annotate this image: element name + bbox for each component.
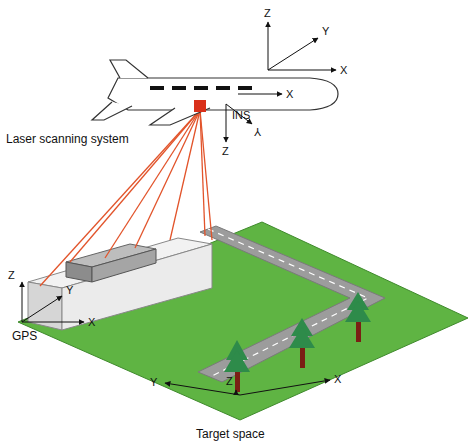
axis-label: Z [222,146,229,157]
ins-label: INS [232,110,250,121]
road-line [208,229,368,377]
airplane [92,60,338,125]
system-label: Laser scanning system [6,133,129,145]
axis-label: Z [8,270,15,281]
axis-label: X [340,65,347,76]
axis-label: Y [322,26,329,37]
axis-label: Y [66,285,73,296]
axis-label: X [88,317,95,328]
axis-label: X [334,374,341,385]
axis-label: Z [264,8,271,19]
laser-scanner [194,100,206,112]
axis-label: Y [254,126,261,137]
gps-label: GPS [12,330,37,342]
axis-label: Z [226,376,233,387]
axis-label: Y [150,377,157,388]
road [198,226,385,382]
space-label: Target space [196,428,265,440]
building [28,238,212,330]
axes [22,22,336,395]
ground [18,222,468,420]
trees [224,292,371,392]
axis-label: X [286,89,293,100]
